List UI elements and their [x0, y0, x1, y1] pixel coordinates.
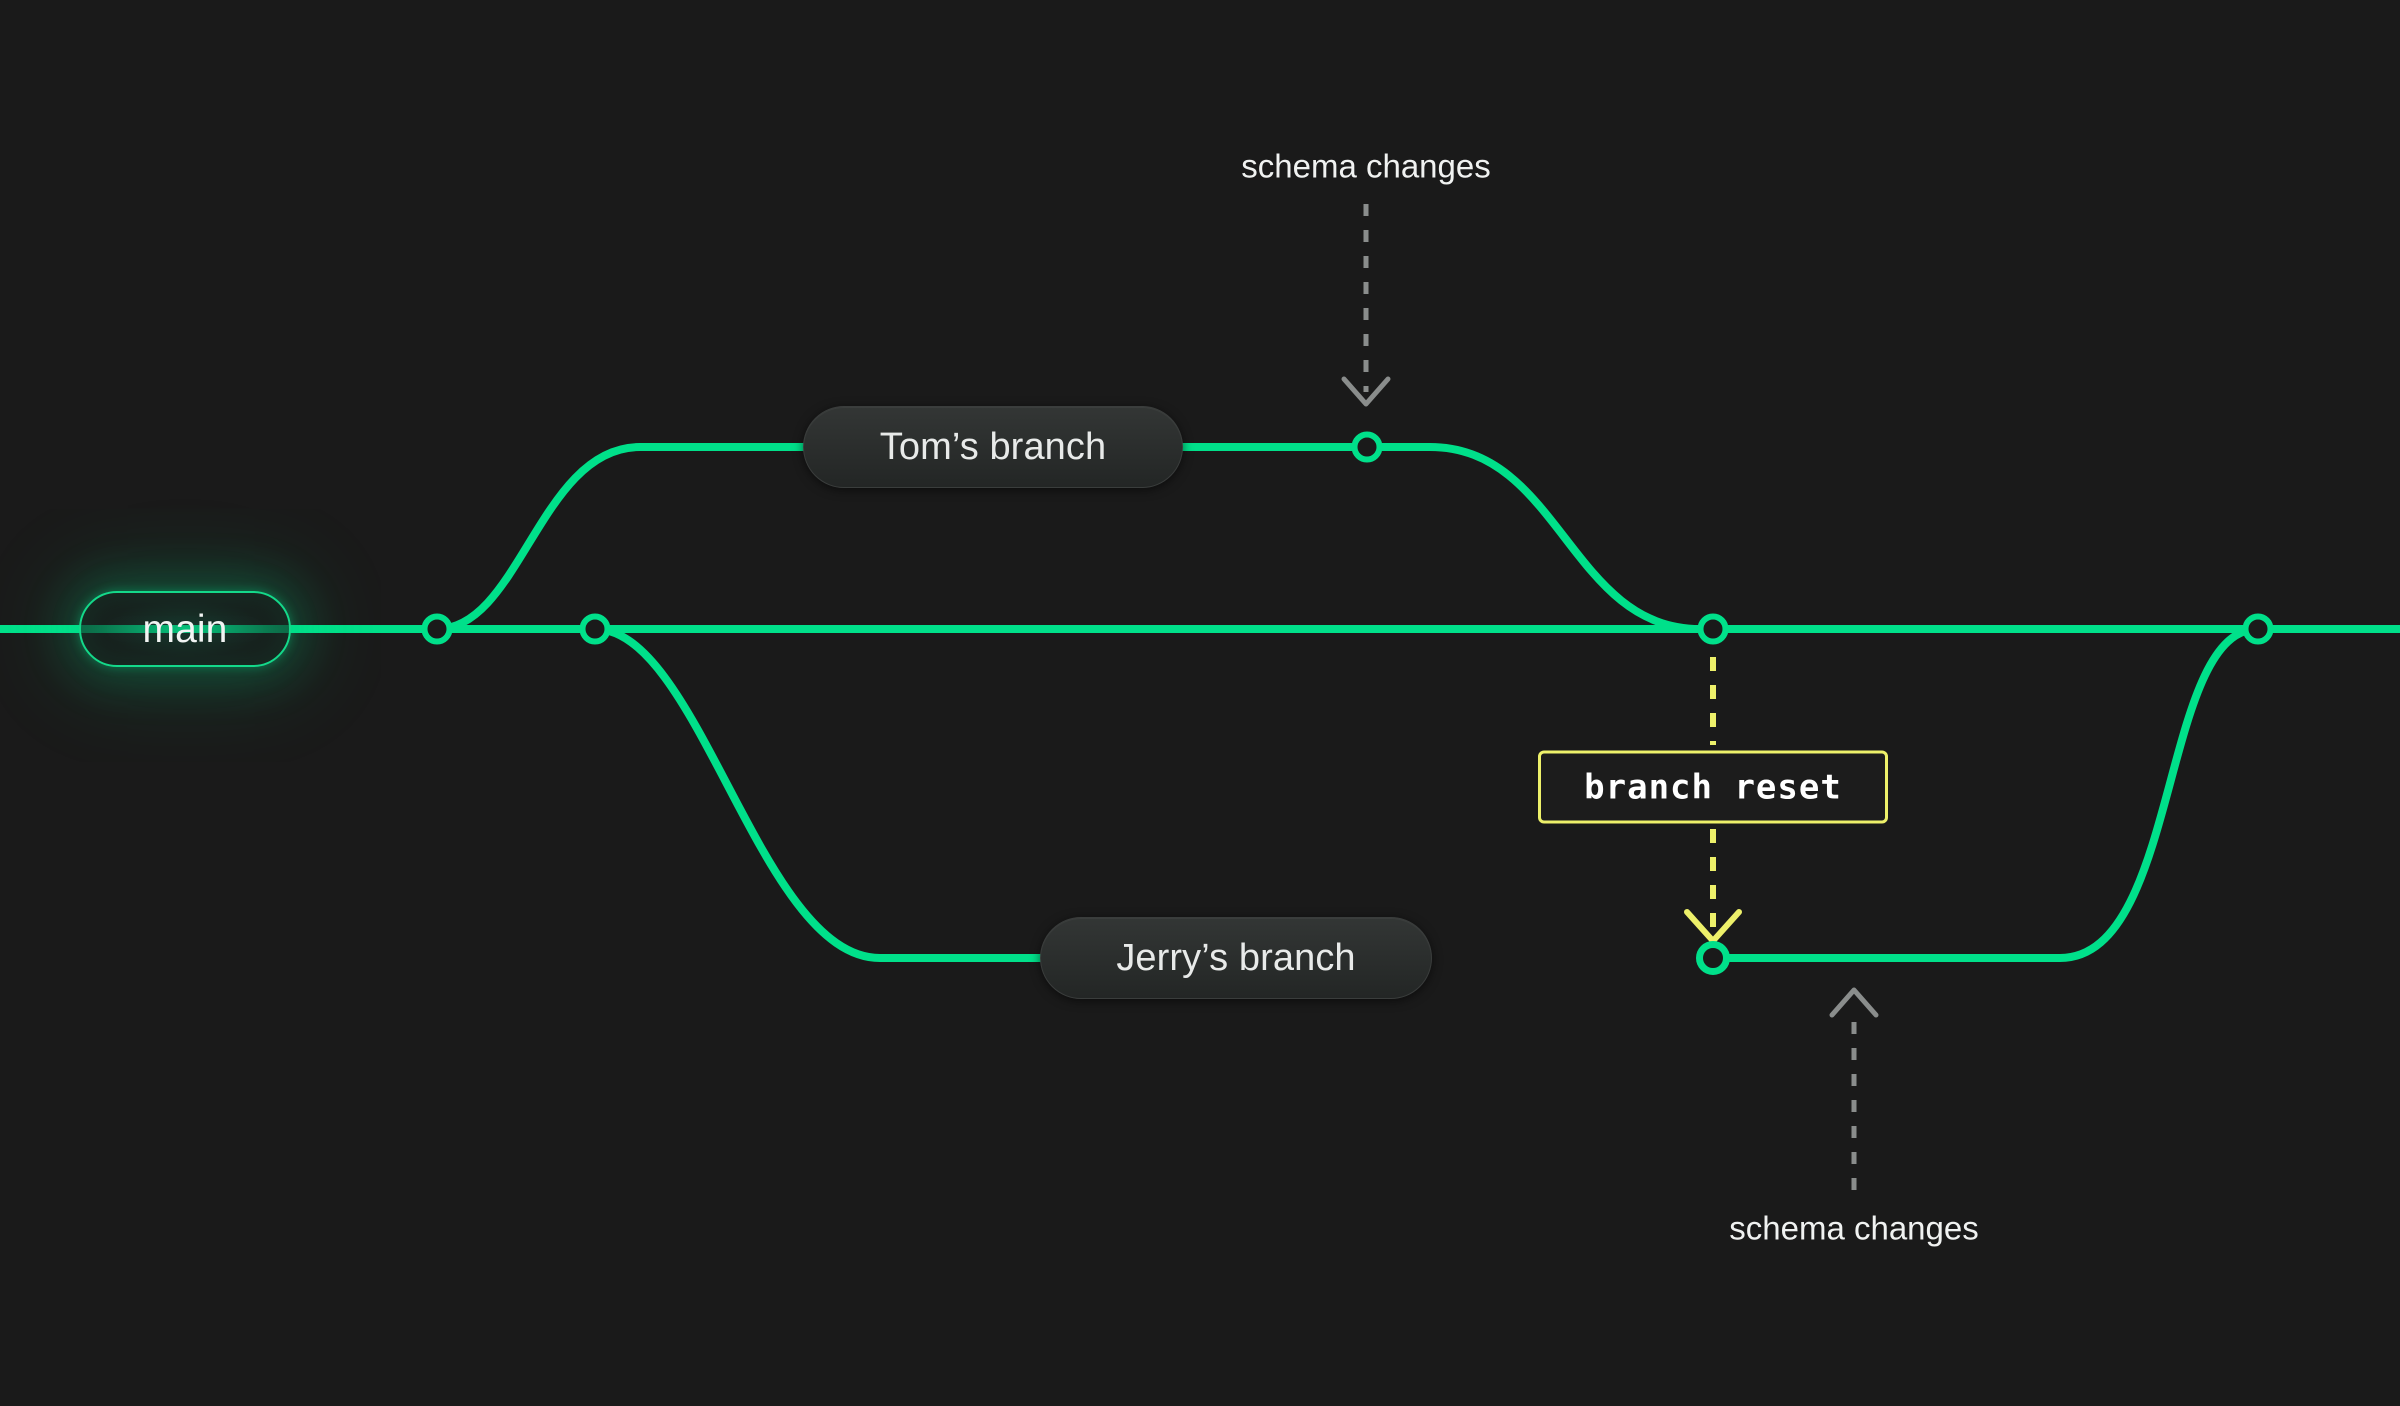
- branch-reset-badge-label: branch reset: [1584, 767, 1842, 807]
- branch-pill-tom-label: Tom’s branch: [879, 426, 1107, 468]
- branch-pill-main-label: main: [142, 607, 228, 651]
- branch-pill-jerry[interactable]: Jerry’s branch: [1040, 917, 1432, 999]
- jerry-branch-line: [591, 625, 2262, 962]
- commit-node-main-c2[interactable]: [579, 613, 611, 645]
- branch-reset-badge[interactable]: branch reset: [1538, 750, 1888, 824]
- commit-node-main-merge[interactable]: [2242, 613, 2274, 645]
- branch-pill-jerry-label: Jerry’s branch: [1116, 937, 1356, 979]
- commit-node-main-c1[interactable]: [421, 613, 453, 645]
- tom-branch-line: [433, 443, 1704, 633]
- annotation-arrow-top: [1341, 204, 1391, 407]
- annotation-label-schema-changes-bottom: schema changes: [1729, 1209, 1979, 1247]
- commit-node-jerry-reset[interactable]: [1696, 941, 1730, 975]
- branch-pill-tom[interactable]: Tom’s branch: [803, 406, 1183, 488]
- annotation-arrow-bottom: [1829, 987, 1879, 1190]
- annotation-label-schema-changes-top: schema changes: [1241, 147, 1491, 185]
- commit-node-tom-schema[interactable]: [1351, 431, 1383, 463]
- branch-pill-main[interactable]: main: [79, 591, 291, 667]
- commit-node-main-reset[interactable]: [1697, 613, 1729, 645]
